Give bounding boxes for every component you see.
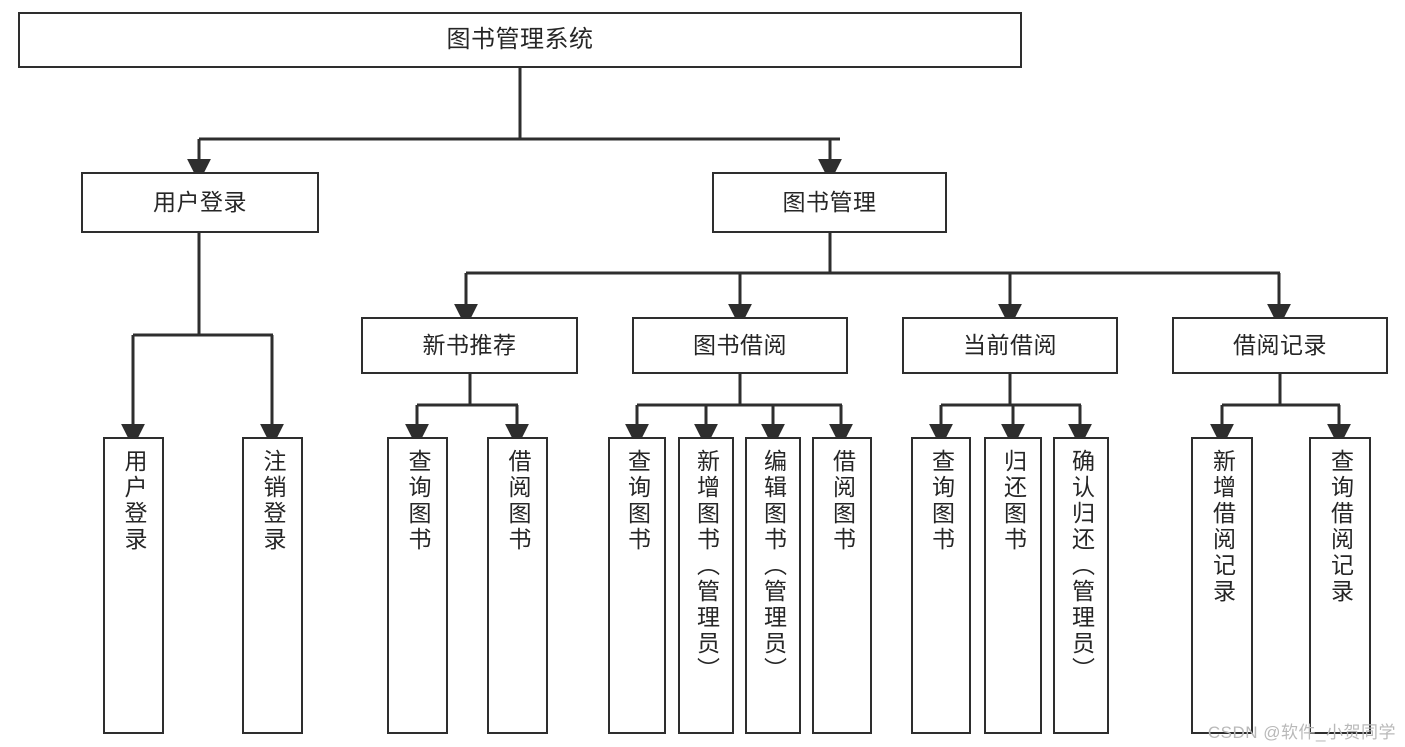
node-leaf-edit-book[interactable]: 编辑图书（管理员） [745,437,801,734]
node-leaf-logout[interactable]: 注销登录 [242,437,303,734]
node-leaf-add-book-label: 新增图书（管理员） [693,449,720,683]
node-leaf-add-record[interactable]: 新增借阅记录 [1191,437,1253,734]
node-current-borrow[interactable]: 当前借阅 [902,317,1118,374]
node-leaf-query-book-3-label: 查询图书 [928,449,955,553]
node-user-login[interactable]: 用户登录 [81,172,319,233]
node-leaf-return-book[interactable]: 归还图书 [984,437,1042,734]
node-leaf-borrow-book-1[interactable]: 借阅图书 [487,437,548,734]
node-book-borrow[interactable]: 图书借阅 [632,317,848,374]
node-leaf-logout-label: 注销登录 [260,449,286,553]
node-leaf-query-book-2[interactable]: 查询图书 [608,437,666,734]
node-leaf-borrow-book-2[interactable]: 借阅图书 [812,437,872,734]
node-current-borrow-label: 当前借阅 [963,331,1057,358]
node-leaf-borrow-book-2-label: 借阅图书 [829,449,856,553]
node-borrow-record[interactable]: 借阅记录 [1172,317,1388,374]
node-leaf-add-record-label: 新增借阅记录 [1209,449,1236,605]
node-borrow-record-label: 借阅记录 [1233,331,1327,358]
node-leaf-query-record[interactable]: 查询借阅记录 [1309,437,1371,734]
node-root[interactable]: 图书管理系统 [18,12,1022,68]
node-leaf-return-book-label: 归还图书 [1000,449,1027,553]
node-leaf-user-login-label: 用户登录 [121,449,147,553]
node-book-borrow-label: 图书借阅 [693,331,787,358]
node-new-book-recommend[interactable]: 新书推荐 [361,317,578,374]
node-leaf-add-book[interactable]: 新增图书（管理员） [678,437,734,734]
node-leaf-confirm-return-label: 确认归还（管理员） [1068,449,1095,683]
node-leaf-confirm-return[interactable]: 确认归还（管理员） [1053,437,1109,734]
node-leaf-query-record-label: 查询借阅记录 [1327,449,1354,605]
node-leaf-edit-book-label: 编辑图书（管理员） [760,449,787,683]
node-new-book-recommend-label: 新书推荐 [422,331,517,358]
node-leaf-query-book-1-label: 查询图书 [405,449,431,553]
node-leaf-query-book-1[interactable]: 查询图书 [387,437,448,734]
node-root-label: 图书管理系统 [446,25,594,53]
node-user-login-label: 用户登录 [153,188,247,215]
node-leaf-query-book-2-label: 查询图书 [624,449,651,553]
node-leaf-query-book-3[interactable]: 查询图书 [911,437,971,734]
node-leaf-user-login[interactable]: 用户登录 [103,437,164,734]
node-book-manage-label: 图书管理 [782,188,877,215]
node-book-manage[interactable]: 图书管理 [712,172,947,233]
node-leaf-borrow-book-1-label: 借阅图书 [505,449,531,553]
csdn-watermark: CSDN @软件_小贺同学 [1207,723,1396,742]
